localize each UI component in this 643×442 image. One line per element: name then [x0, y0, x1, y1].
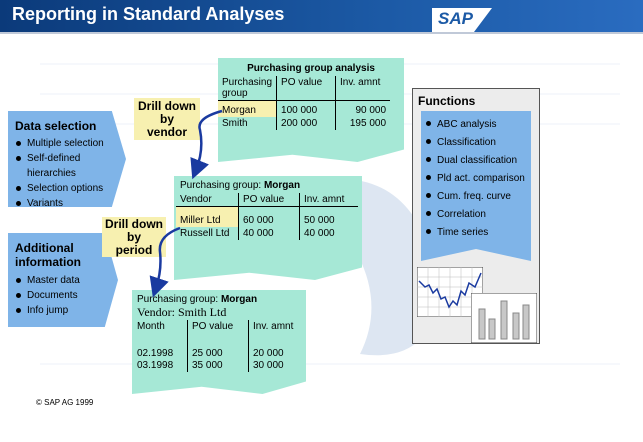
drill-period-line1: Drill down [105, 217, 163, 231]
drill-vendor-line2: by [159, 112, 174, 126]
list-item: Classification [425, 134, 531, 152]
additional-info-list: Master data Documents Info jump [15, 273, 118, 318]
list-item: Correlation [425, 206, 531, 224]
column-header: PO value [276, 76, 337, 101]
table-cell: 02.1998 [133, 333, 188, 360]
additional-info-panel: Additional information Master data Docum… [8, 233, 118, 327]
title-divider [0, 32, 643, 34]
table-cell: Russell Ltd [176, 227, 239, 240]
list-item: Documents [15, 288, 118, 303]
doc-title: Purchasing group: Morgan [132, 290, 306, 305]
list-item: Selection options [15, 181, 126, 196]
table-cell: 90 000 [355, 105, 387, 116]
vendor-line: Vendor: Smith Ltd [137, 305, 227, 319]
period-analysis-doc: Purchasing group: Morgan Vendor: Smith L… [132, 290, 306, 394]
list-item: Dual classification [425, 152, 531, 170]
additional-info-heading-line2: information [15, 255, 81, 269]
drill-down-period-label: Drill down by period [102, 217, 166, 257]
table-cell: 20 000 [253, 348, 284, 359]
table-cell: 40 000 [304, 228, 335, 239]
bar-chart-icon [471, 293, 537, 343]
page-title: Reporting in Standard Analyses [12, 4, 285, 24]
table-row: 02.1998 25 000 20 000 [133, 333, 303, 360]
functions-heading: Functions [418, 94, 476, 108]
column-header: PO value [187, 320, 249, 333]
table-cell: 195 000 [349, 118, 387, 129]
column-header: Purchasing group [218, 76, 278, 101]
sap-logo: SAP [432, 8, 492, 32]
purchasing-group-table: Purchasing group PO value Inv. amnt Morg… [218, 76, 391, 130]
drill-period-line2: by [126, 230, 141, 244]
column-header: Vendor [176, 193, 239, 207]
functions-list: ABC analysis Classification Dual classif… [425, 116, 531, 242]
data-selection-heading: Data selection [15, 119, 97, 133]
table-row: 03.1998 35 000 30 000 [133, 360, 303, 372]
doc-title: Purchasing group analysis [247, 63, 375, 74]
list-item: ABC analysis [425, 116, 531, 134]
data-selection-panel: Data selection Multiple selection Self-d… [8, 111, 126, 207]
drill-period-arrow [149, 226, 181, 298]
table-row: Morgan 100 000 90 000 [218, 100, 390, 117]
table-cell: 200 000 [276, 117, 337, 130]
doc-title-value: Morgan [263, 180, 301, 191]
background-swoosh [300, 178, 440, 356]
column-header: Inv. amnt [304, 194, 345, 205]
table-cell: 100 000 [276, 100, 337, 117]
sap-logo-text: SAP [438, 9, 473, 28]
functions-list-panel: ABC analysis Classification Dual classif… [421, 111, 531, 261]
table-cell: 60 000 [238, 206, 300, 227]
drill-down-vendor-label: Drill down by vendor [134, 98, 200, 140]
list-item: Time series [425, 224, 531, 242]
table-cell: 35 000 [187, 360, 249, 372]
table-cell: Miller Ltd [176, 206, 239, 227]
data-selection-list: Multiple selection Self-defined hierarch… [15, 136, 126, 207]
table-header-row: Purchasing group PO value Inv. amnt [218, 76, 391, 101]
list-item: Multiple selection [15, 136, 126, 151]
list-item: Info jump [15, 303, 118, 318]
table-header-row: Vendor PO value Inv. amnt [176, 193, 358, 207]
drill-period-line3: period [115, 243, 153, 257]
list-item: Cum. freq. curve [425, 188, 531, 206]
column-header: Inv. amnt [340, 77, 381, 88]
column-header: Inv. amnt [253, 321, 294, 332]
table-cell: 03.1998 [133, 360, 188, 372]
table-row: Smith 200 000 195 000 [218, 117, 390, 130]
table-header-row: Month PO value Inv. amnt [133, 320, 303, 333]
drill-vendor-line1: Drill down [138, 99, 196, 113]
list-item: Variants [15, 196, 126, 207]
table-cell: 50 000 [304, 215, 335, 226]
period-table: Month PO value Inv. amnt 02.1998 25 000 … [133, 320, 303, 372]
purchasing-group-analysis-doc: Purchasing group analysis Purchasing gro… [218, 58, 404, 162]
doc-title: Purchasing group: Morgan [174, 176, 362, 191]
doc-title-prefix: Purchasing group: [137, 294, 221, 305]
table-row: Russell Ltd 40 000 40 000 [176, 227, 358, 240]
table-row: Miller Ltd 60 000 50 000 [176, 206, 358, 227]
table-cell: 40 000 [238, 227, 300, 240]
additional-info-heading: Additional information [15, 241, 118, 269]
drill-vendor-arrow [190, 109, 223, 180]
column-header: Month [133, 320, 188, 333]
table-cell: Smith [218, 117, 278, 130]
copyright: © SAP AG 1999 [36, 398, 94, 407]
list-item: Pld act. comparison [425, 170, 531, 188]
drill-vendor-line3: vendor [146, 125, 187, 139]
list-item: Master data [15, 273, 118, 288]
table-cell: 25 000 [187, 333, 249, 360]
table-cell: Morgan [218, 100, 278, 117]
table-cell: 30 000 [253, 360, 284, 371]
vendor-table: Vendor PO value Inv. amnt Miller Ltd 60 … [176, 193, 358, 240]
functions-box: Functions ABC analysis Classification Du… [412, 88, 540, 344]
column-header: PO value [238, 193, 300, 207]
doc-title-prefix: Purchasing group: [180, 180, 264, 191]
vendor-analysis-doc: Purchasing group: Morgan Vendor PO value… [174, 176, 362, 280]
list-item: Self-defined hierarchies [15, 151, 126, 181]
additional-info-heading-line1: Additional [15, 241, 74, 255]
title-bar [0, 0, 643, 32]
doc-title-value: Morgan [220, 294, 258, 305]
